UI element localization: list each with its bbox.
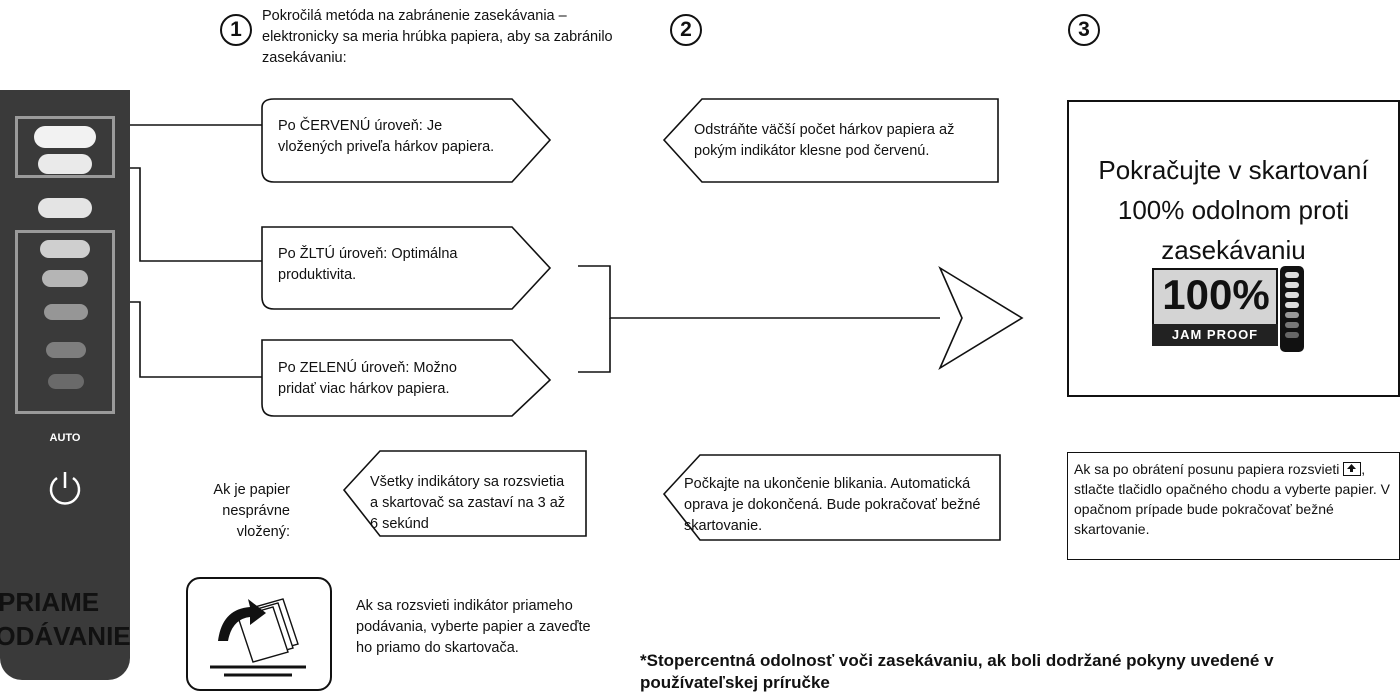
callout-all-lights-shape [342, 450, 587, 537]
logo-100-text: 100% [1162, 271, 1270, 318]
direct-feed-title: PRIAME PODÁVANIE [0, 585, 131, 653]
reverse-note-before: Ak sa po obrátení posunu papiera rozsvie… [1074, 461, 1340, 477]
indicator-light-6 [44, 304, 88, 320]
all-lights-text: Všetky indikátory sa rozsvietia a skarto… [370, 474, 566, 532]
misfeed-label: Ak je papier nesprávne vložený: [213, 482, 290, 540]
big-arrow-shape [938, 265, 1024, 371]
red-zone-highlight [15, 116, 115, 178]
indicator-light-7 [46, 342, 86, 358]
indicator-light-1 [34, 126, 96, 148]
direct-feed-title-line2: PODÁVANIE [0, 621, 131, 651]
result-title: Pokračujte v skartovaní 100% odolnom pro… [1098, 155, 1369, 265]
indicator-light-5 [42, 270, 88, 287]
logo-jam-proof-text: JAM PROOF [1171, 327, 1259, 342]
reverse-note-box: Ak sa po obrátení posunu papiera rozsvie… [1067, 452, 1400, 560]
direct-feed-text: Ak sa rozsvieti indikátor priameho podáv… [356, 598, 591, 656]
wait-text: Počkajte na ukončenie blikania. Automati… [684, 476, 981, 534]
callout-green-shape [261, 339, 552, 417]
lower-zone-highlight [15, 230, 115, 414]
level-red-text: Po ČERVENÚ úroveň: Je vložených priveľa … [278, 118, 495, 155]
callout-red-shape [261, 98, 552, 183]
footnote: *Stopercentná odolnosť voči zasekávaniu,… [640, 651, 1274, 692]
level-yellow-text: Po ŽLTÚ úroveň: Optimálna produktivita. [278, 246, 458, 283]
callout-remove-shape [662, 98, 999, 183]
remove-sheets-text: Odstráňte väčší počet hárkov papiera až … [694, 122, 955, 159]
indicator-light-4 [40, 240, 90, 258]
direct-feed-title-line1: PRIAME [0, 587, 100, 617]
reverse-indicator-icon [1343, 462, 1362, 476]
control-panel: AUTO [0, 90, 130, 680]
step-2-badge: 2 [670, 14, 702, 46]
indicator-light-3 [38, 198, 92, 218]
step-1-badge: 1 [220, 14, 252, 46]
intro-text: Pokročilá metóda na zabránenie zasekávan… [262, 8, 613, 66]
reverse-note-after: , stlačte tlačidlo opačného chodu a vybe… [1074, 461, 1390, 537]
direct-feed-icon [210, 598, 306, 677]
power-icon[interactable] [45, 468, 85, 508]
indicator-light-8 [48, 374, 84, 389]
level-green-text: Po ZELENÚ úroveň: Možno pridať viac hárk… [278, 360, 457, 397]
auto-label: AUTO [49, 432, 81, 444]
direct-feed-icon-box [186, 577, 332, 691]
indicator-light-2 [38, 154, 92, 174]
step-3-badge: 3 [1068, 14, 1100, 46]
jam-proof-logo: 100% JAM PROOF [1152, 266, 1312, 360]
logo-meter-icon [1280, 266, 1304, 352]
callout-wait-shape [662, 454, 1001, 541]
callout-yellow-shape [261, 226, 552, 310]
reverse-note-text: Ak sa po obrátení posunu papiera rozsvie… [1074, 459, 1392, 539]
result-box: Pokračujte v skartovaní 100% odolnom pro… [1067, 100, 1400, 397]
